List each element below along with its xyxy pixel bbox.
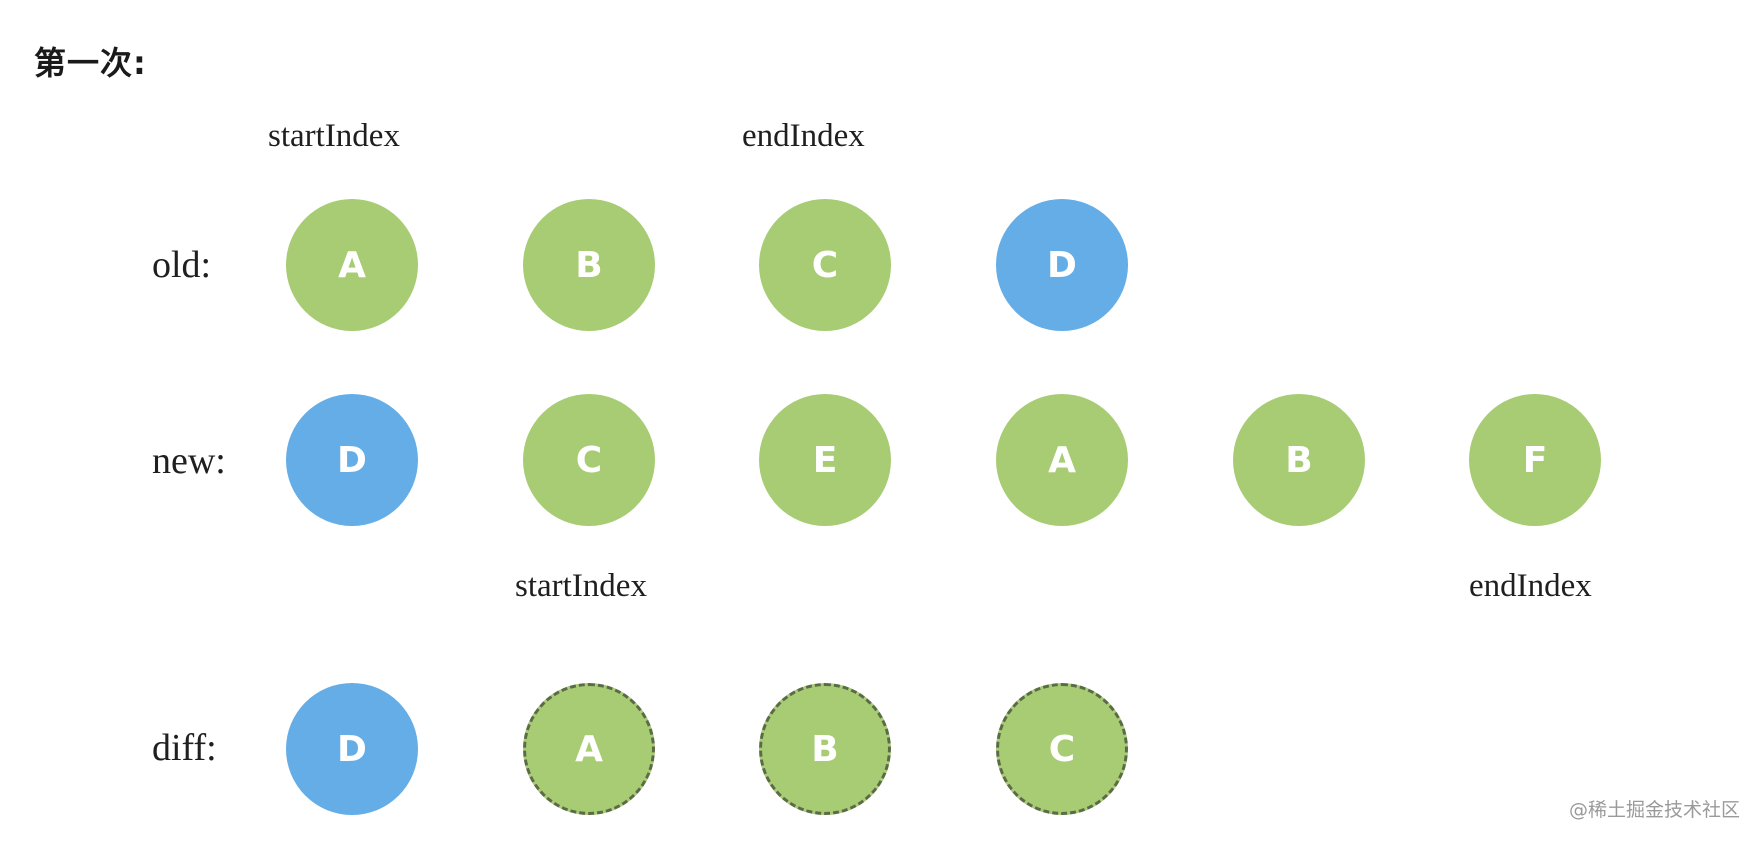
diff-row-label: diff:: [152, 727, 217, 769]
new-end-index-label: endIndex: [1469, 568, 1592, 604]
old-node-c: C: [759, 199, 891, 331]
new-node-c: C: [523, 394, 655, 526]
new-row-label: new:: [152, 440, 226, 482]
page-heading: 第一次:: [34, 44, 147, 82]
new-node-a: A: [996, 394, 1128, 526]
new-node-b: B: [1233, 394, 1365, 526]
new-start-index-label: startIndex: [515, 568, 647, 604]
diff-node-d: D: [286, 683, 418, 815]
old-node-b: B: [523, 199, 655, 331]
old-node-d: D: [996, 199, 1128, 331]
diff-node-c-placeholder: C: [996, 683, 1128, 815]
old-end-index-label: endIndex: [742, 118, 865, 154]
new-node-e: E: [759, 394, 891, 526]
old-row-label: old:: [152, 244, 212, 286]
old-node-a: A: [286, 199, 418, 331]
old-start-index-label: startIndex: [268, 118, 400, 154]
new-node-f: F: [1469, 394, 1601, 526]
diff-node-b-placeholder: B: [759, 683, 891, 815]
watermark: @稀土掘金技术社区: [1568, 799, 1740, 821]
diff-node-a-placeholder: A: [523, 683, 655, 815]
new-node-d: D: [286, 394, 418, 526]
